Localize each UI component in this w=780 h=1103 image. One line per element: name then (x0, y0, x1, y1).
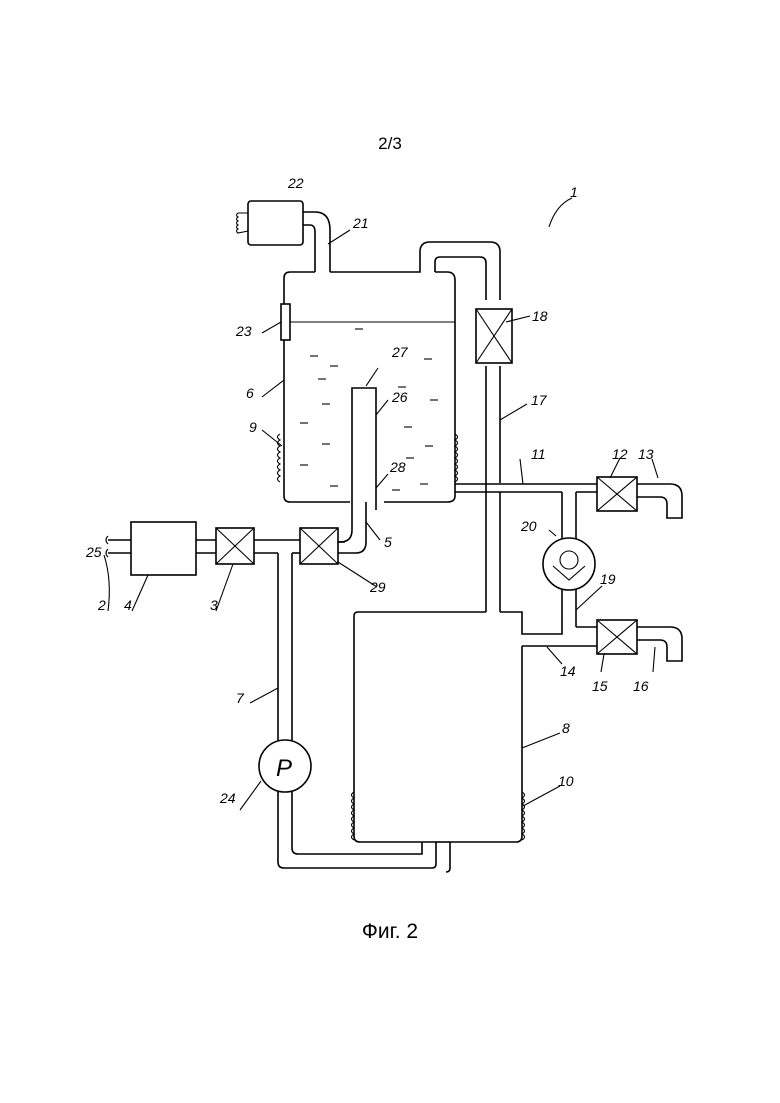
reference-numerals: 1 2 3 4 5 6 7 8 9 10 11 12 13 14 15 16 1… (85, 175, 654, 806)
valve-29 (300, 528, 338, 564)
filter-4 (131, 522, 196, 575)
label-2: 2 (97, 597, 106, 613)
label-10: 10 (558, 773, 574, 789)
label-15: 15 (592, 678, 608, 694)
pump-24: P (259, 740, 311, 792)
label-9: 9 (249, 419, 257, 435)
label-4: 4 (124, 597, 132, 613)
internal-tube (336, 388, 376, 542)
label-24: 24 (219, 790, 236, 806)
label-20: 20 (520, 518, 537, 534)
level-sensor (281, 304, 290, 340)
label-11: 11 (531, 446, 546, 462)
inlet-end-25 (106, 536, 108, 557)
label-17: 17 (531, 392, 548, 408)
label-29: 29 (369, 579, 386, 595)
label-28: 28 (389, 459, 406, 475)
outlet-16 (637, 627, 682, 661)
check-valve-20 (543, 538, 595, 590)
label-3: 3 (210, 597, 218, 613)
label-13: 13 (638, 446, 654, 462)
heater-coil-10 (352, 792, 525, 840)
label-27: 27 (391, 344, 409, 360)
pipe-11 (455, 484, 597, 492)
lower-tank (278, 612, 597, 872)
pipe-7 (278, 553, 292, 742)
label-8: 8 (562, 720, 570, 736)
valve-18 (476, 309, 512, 363)
label-25: 25 (85, 544, 102, 560)
label-26: 26 (391, 389, 408, 405)
valve-15 (597, 620, 637, 654)
pipe-17 (486, 366, 500, 612)
label-22: 22 (287, 175, 304, 191)
figure-caption: Фиг. 2 (290, 920, 490, 944)
label-19: 19 (600, 571, 616, 587)
device-22 (248, 201, 303, 245)
label-18: 18 (532, 308, 548, 324)
label-5: 5 (384, 534, 392, 550)
label-16: 16 (633, 678, 649, 694)
leader-lines (104, 198, 658, 810)
pipe-21 (303, 212, 330, 272)
valve-12 (597, 477, 637, 511)
label-7: 7 (236, 690, 245, 706)
heater-coil-9 (278, 434, 458, 482)
label-21: 21 (352, 215, 369, 231)
pump-symbol: P (276, 755, 292, 782)
device-22-connector (237, 213, 249, 233)
label-1: 1 (570, 184, 578, 200)
label-14: 14 (560, 663, 576, 679)
label-6: 6 (246, 385, 254, 401)
label-23: 23 (235, 323, 252, 339)
outlet-13 (637, 484, 682, 518)
label-12: 12 (612, 446, 628, 462)
valve-3 (216, 528, 254, 564)
